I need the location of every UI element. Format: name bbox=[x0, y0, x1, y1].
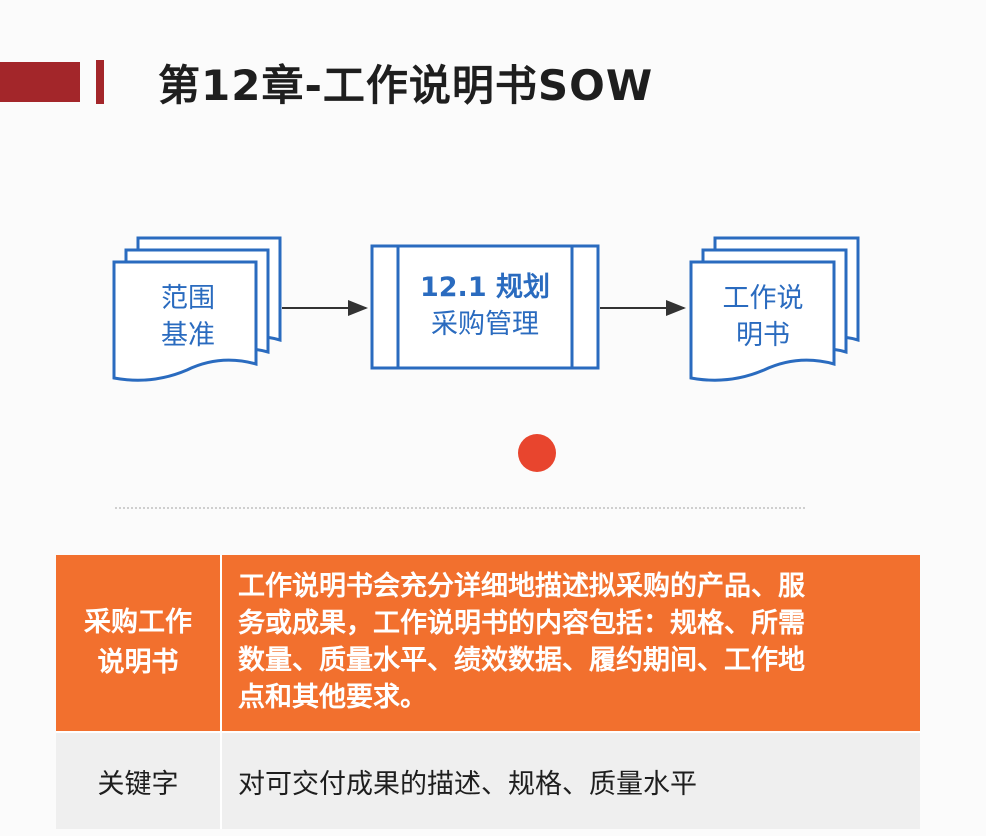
table-row-definition: 采购工作 说明书 工作说明书会充分详细地描述拟采购的产品、服 务或成果，工作说明… bbox=[56, 555, 920, 732]
pointer-dot-marker bbox=[518, 434, 556, 472]
input-label-line2: 基准 bbox=[161, 320, 215, 351]
definition-content-line1: 工作说明书会充分详细地描述拟采购的产品、服 bbox=[238, 571, 805, 602]
definition-label-line2: 说明书 bbox=[97, 647, 179, 678]
definition-content-line4: 点和其他要求。 bbox=[238, 682, 427, 713]
process-diagram: 范围 基准 12.1 规划 采购管理 工作说 明书 bbox=[112, 236, 860, 472]
input-label-line1: 范围 bbox=[161, 283, 215, 314]
section-divider bbox=[115, 507, 805, 509]
process-label-line1: 12.1 规划 bbox=[420, 272, 550, 303]
process-node: 12.1 规划 采购管理 bbox=[370, 244, 600, 370]
definition-content-line2: 务或成果，工作说明书的内容包括：规格、所需 bbox=[238, 608, 805, 639]
slide-title: 第12章-工作说明书SOW bbox=[158, 61, 654, 110]
table-row-keywords: 关键字 对可交付成果的描述、规格、质量水平 bbox=[56, 731, 920, 829]
input-document-node: 范围 基准 bbox=[112, 236, 282, 382]
definition-content-line3: 数量、质量水平、绩效数据、履约期间、工作地 bbox=[238, 645, 805, 676]
keywords-label-cell: 关键字 bbox=[56, 731, 222, 829]
title-accent-block bbox=[0, 62, 80, 102]
definition-label-cell: 采购工作 说明书 bbox=[56, 555, 222, 732]
definition-content-cell: 工作说明书会充分详细地描述拟采购的产品、服 务或成果，工作说明书的内容包括：规格… bbox=[221, 555, 920, 732]
definition-label-line1: 采购工作 bbox=[84, 607, 192, 638]
keywords-content-cell: 对可交付成果的描述、规格、质量水平 bbox=[221, 731, 920, 829]
output-document-node: 工作说 明书 bbox=[689, 236, 860, 382]
process-label-line2: 采购管理 bbox=[431, 309, 539, 340]
output-label-line2: 明书 bbox=[736, 320, 790, 351]
definition-table: 采购工作 说明书 工作说明书会充分详细地描述拟采购的产品、服 务或成果，工作说明… bbox=[56, 555, 920, 829]
title-accent-bar bbox=[96, 60, 104, 104]
output-label-line1: 工作说 bbox=[723, 283, 804, 314]
